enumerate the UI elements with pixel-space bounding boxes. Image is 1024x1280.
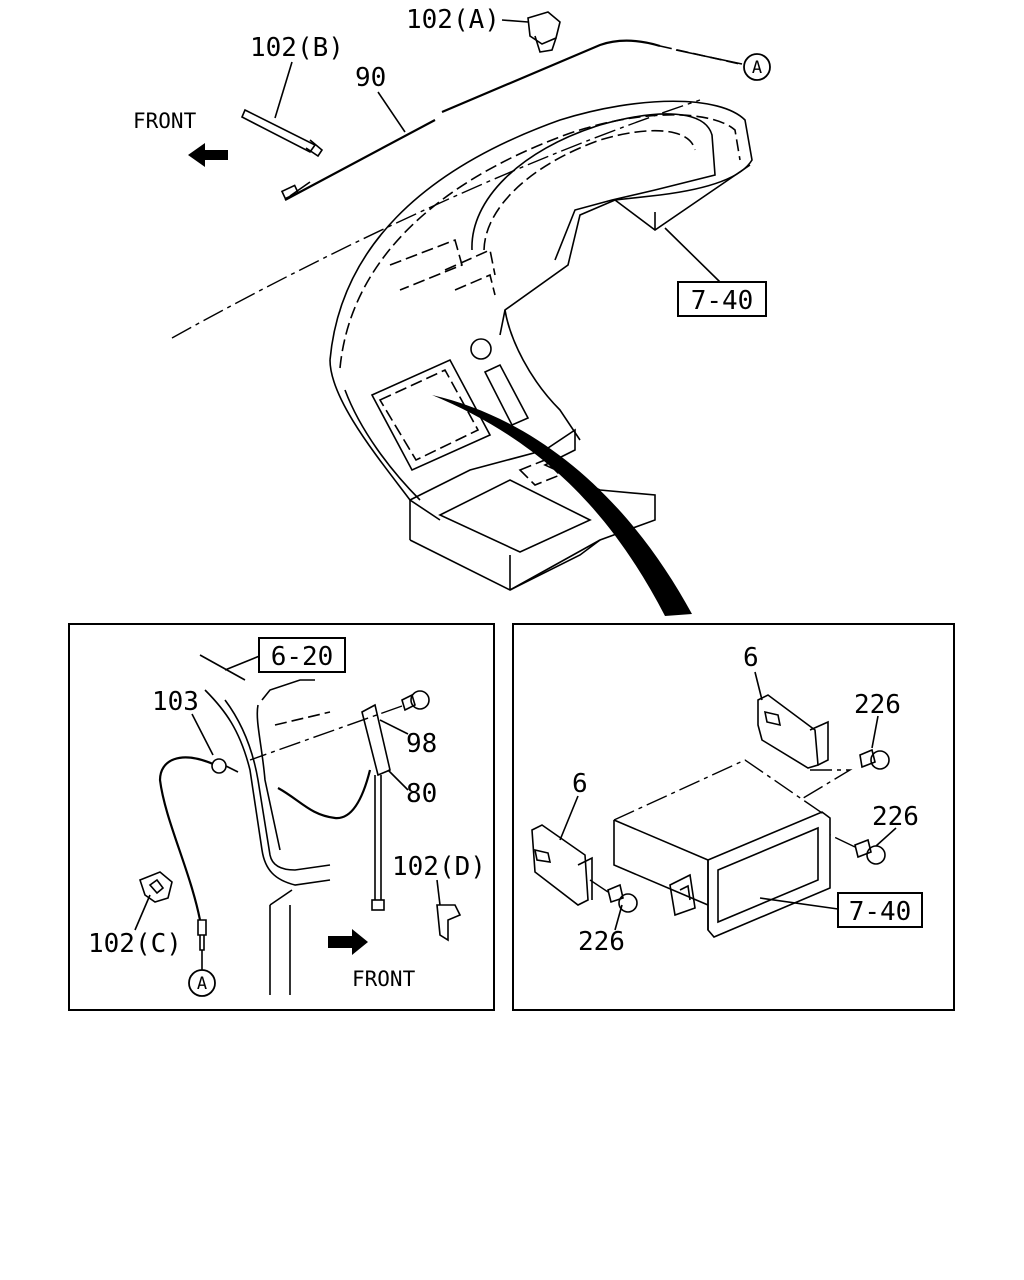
front-arrow-icon bbox=[188, 143, 228, 167]
label-102c: 102(C) bbox=[88, 929, 182, 959]
label-6-upper: 6 bbox=[743, 643, 759, 673]
ref-box-7-40-right: 7-40 bbox=[837, 892, 923, 928]
label-226-upper: 226 bbox=[854, 690, 901, 720]
svg-text:6-20: 6-20 bbox=[271, 642, 334, 672]
callout-a-top: A bbox=[743, 53, 771, 81]
dashboard-overview bbox=[171, 99, 753, 616]
label-102b: 102(B) bbox=[250, 33, 344, 63]
left-inset-parts bbox=[139, 654, 462, 995]
ref-box-6-20: 6-20 bbox=[258, 637, 346, 673]
svg-text:7-40: 7-40 bbox=[691, 286, 754, 316]
svg-text:A: A bbox=[752, 58, 762, 78]
label-102a: 102(A) bbox=[406, 5, 500, 35]
label-80: 80 bbox=[406, 779, 437, 809]
label-front-top: FRONT bbox=[133, 109, 197, 133]
ref-box-7-40-top: 7-40 bbox=[677, 281, 767, 317]
right-inset-parts bbox=[531, 694, 890, 938]
label-103: 103 bbox=[152, 687, 199, 717]
label-front-left: FRONT bbox=[352, 967, 416, 991]
label-226-mid: 226 bbox=[872, 802, 919, 832]
label-226-lower: 226 bbox=[578, 927, 625, 957]
label-90: 90 bbox=[355, 63, 386, 93]
svg-text:7-40: 7-40 bbox=[849, 897, 912, 927]
left-inset-frame bbox=[68, 623, 495, 1011]
callout-a-left: A bbox=[188, 969, 216, 997]
front-arrow-icon bbox=[328, 929, 368, 955]
svg-text:A: A bbox=[197, 974, 207, 994]
right-inset-frame bbox=[512, 623, 955, 1011]
label-98: 98 bbox=[406, 729, 437, 759]
label-6-lower: 6 bbox=[572, 769, 588, 799]
right-leaders bbox=[559, 671, 897, 931]
label-102d: 102(D) bbox=[392, 852, 486, 882]
left-leaders bbox=[134, 654, 441, 970]
top-leaders bbox=[274, 19, 743, 283]
